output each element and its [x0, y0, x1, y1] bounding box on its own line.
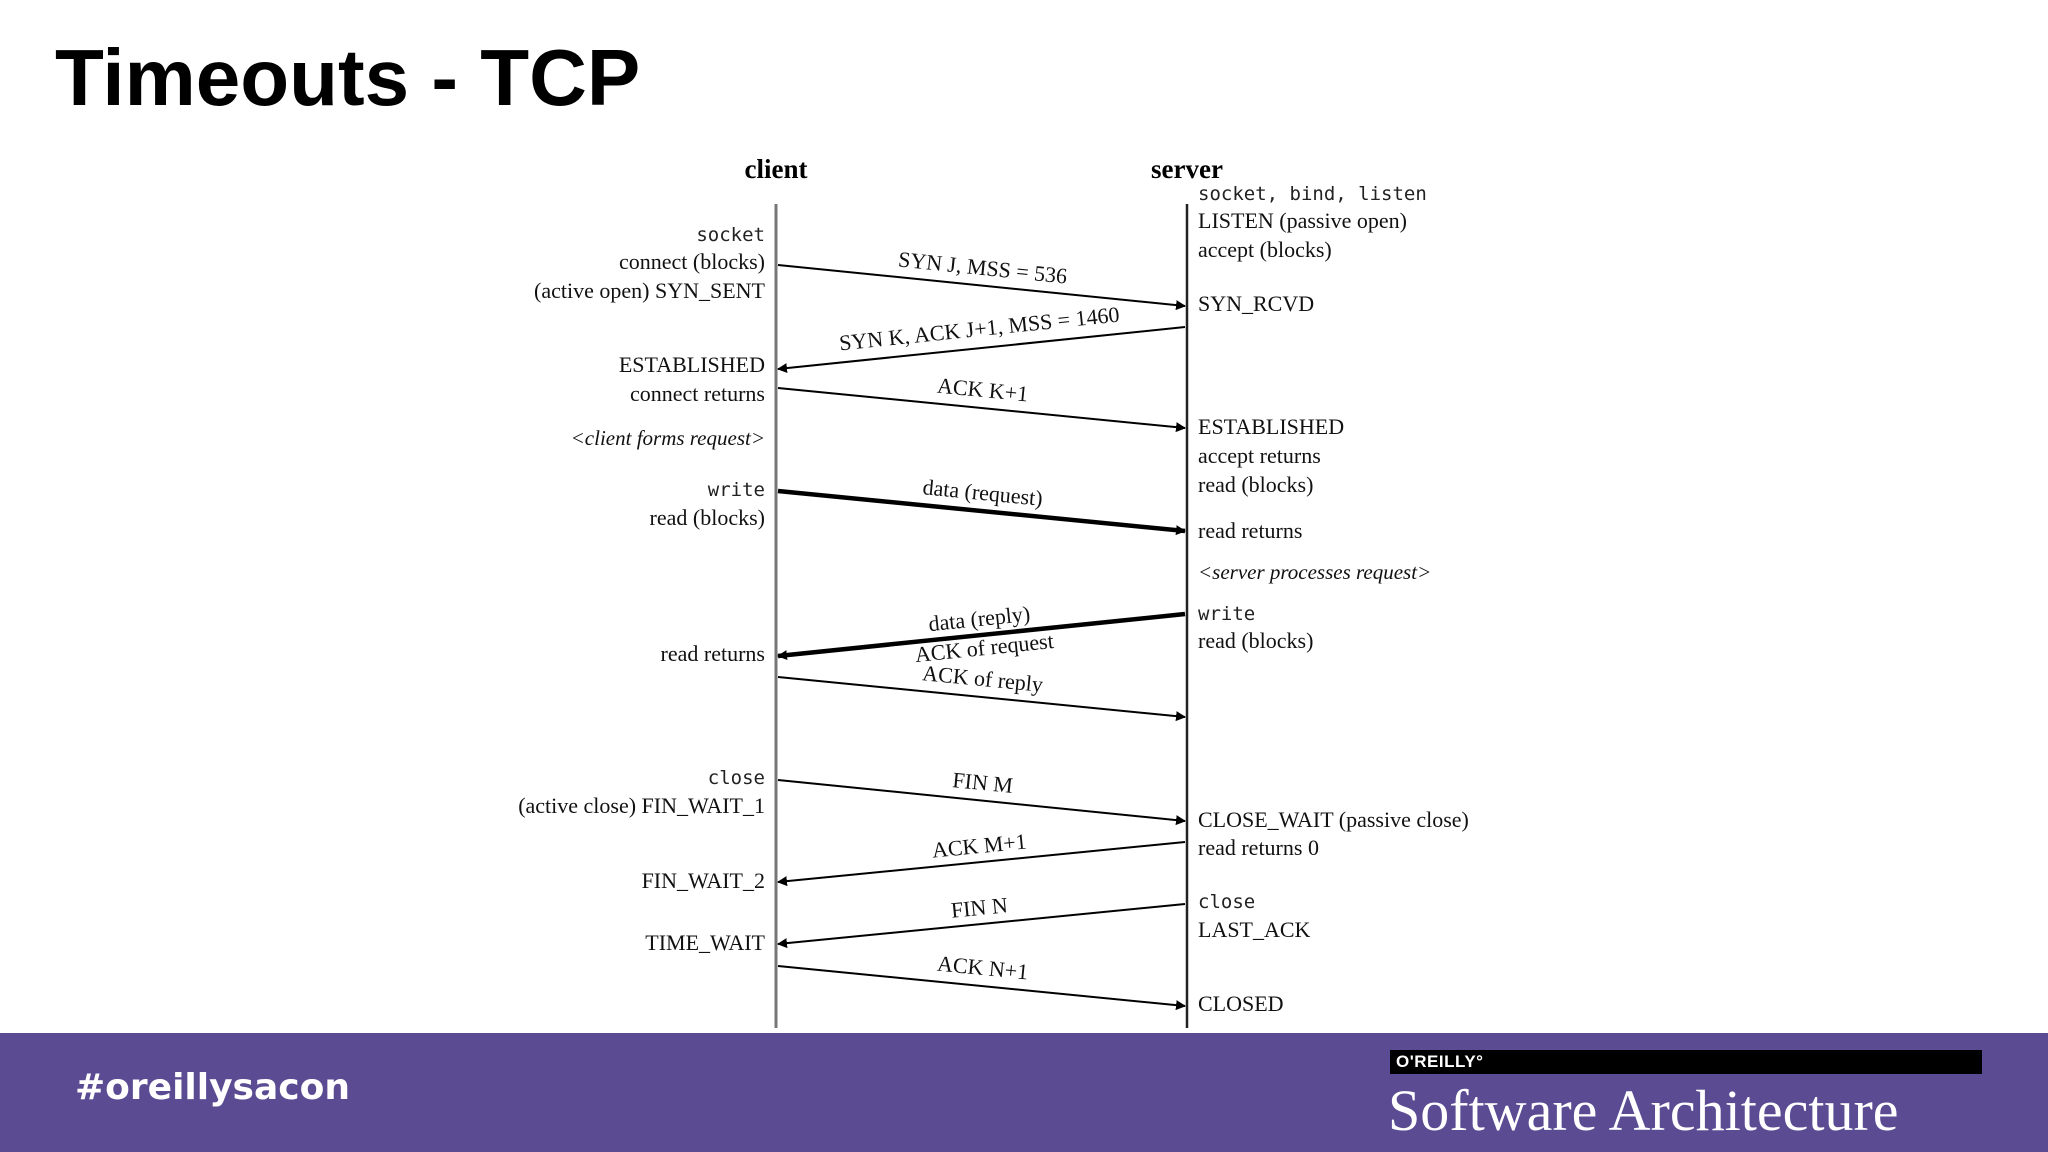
client-label-fin-wait-1: (active close) FIN_WAIT_1 [518, 793, 765, 818]
server-label-last-ack: LAST_ACK [1198, 917, 1311, 942]
client-label-connect: connect (blocks) [619, 249, 765, 274]
msg-fin-n: FIN N [950, 892, 1009, 922]
server-label-socket-bind-listen: socket, bind, listen [1198, 183, 1427, 205]
server-label-read-blocks-2: read (blocks) [1198, 628, 1313, 653]
footer-bar: #oreillysacon O'REILLY° Software Archite… [0, 1033, 2048, 1152]
arrow-data-request [777, 488, 1186, 536]
server-label-write: write [1198, 603, 1255, 625]
brand-logo: O'REILLY° [1396, 1052, 1484, 1071]
arrow-ack-k [777, 387, 1186, 433]
msg-ack-m: ACK M+1 [931, 828, 1028, 862]
server-label-close: close [1198, 891, 1255, 913]
client-label-write: write [708, 479, 765, 501]
client-label-close: close [708, 767, 765, 789]
server-label-listen: LISTEN (passive open) [1198, 208, 1407, 233]
server-label-read-returns: read returns [1198, 518, 1302, 543]
arrow-fin-m [777, 779, 1186, 826]
arrow-ack-m [777, 841, 1186, 887]
client-label-fin-wait-2: FIN_WAIT_2 [642, 868, 765, 893]
msg-syn-j: SYN J, MSS = 536 [897, 247, 1068, 289]
client-header: client [745, 154, 808, 184]
client-label-connect-returns: connect returns [630, 381, 765, 406]
server-label-close-wait: CLOSE_WAIT (passive close) [1198, 807, 1469, 832]
slide-title: Timeouts - TCP [55, 33, 641, 122]
client-label-forms-request: <client forms request> [571, 426, 765, 450]
arrow-ack-reply [777, 676, 1186, 722]
msg-ack-k: ACK K+1 [936, 373, 1029, 407]
server-label-read-blocks: read (blocks) [1198, 472, 1313, 497]
server-label-established: ESTABLISHED [1198, 414, 1344, 439]
brand-logo-bar: O'REILLY° [1390, 1050, 1982, 1074]
server-label-syn-rcvd: SYN_RCVD [1198, 291, 1314, 316]
client-label-read-blocks: read (blocks) [650, 505, 765, 530]
server-label-processes-request: <server processes request> [1198, 560, 1431, 584]
server-label-accept-blocks: accept (blocks) [1198, 237, 1332, 262]
client-label-socket: socket [696, 224, 765, 246]
client-label-read-returns: read returns [661, 641, 765, 666]
client-label-established: ESTABLISHED [619, 352, 765, 377]
msg-ack-reply: ACK of reply [921, 660, 1044, 697]
arrow-fin-n [777, 903, 1186, 949]
client-label-syn-sent: (active open) SYN_SENT [534, 278, 766, 303]
msg-ack-n: ACK N+1 [936, 951, 1029, 985]
server-label-closed: CLOSED [1198, 991, 1284, 1016]
server-label-accept-returns: accept returns [1198, 443, 1321, 468]
brand-product-name: Software Architecture [1388, 1078, 1899, 1143]
tcp-sequence-diagram: client server socket connect (blocks) (a… [518, 154, 1469, 1028]
client-label-time-wait: TIME_WAIT [645, 930, 765, 955]
msg-fin-m: FIN M [951, 767, 1014, 798]
arrow-syn-k [777, 326, 1186, 374]
server-header: server [1151, 154, 1223, 184]
arrow-syn-j [777, 264, 1186, 311]
server-label-read-returns-0: read returns 0 [1198, 835, 1319, 860]
arrow-ack-n [777, 965, 1186, 1011]
arrow-data-reply [777, 611, 1186, 661]
footer-hashtag: #oreillysacon [75, 1067, 350, 1108]
